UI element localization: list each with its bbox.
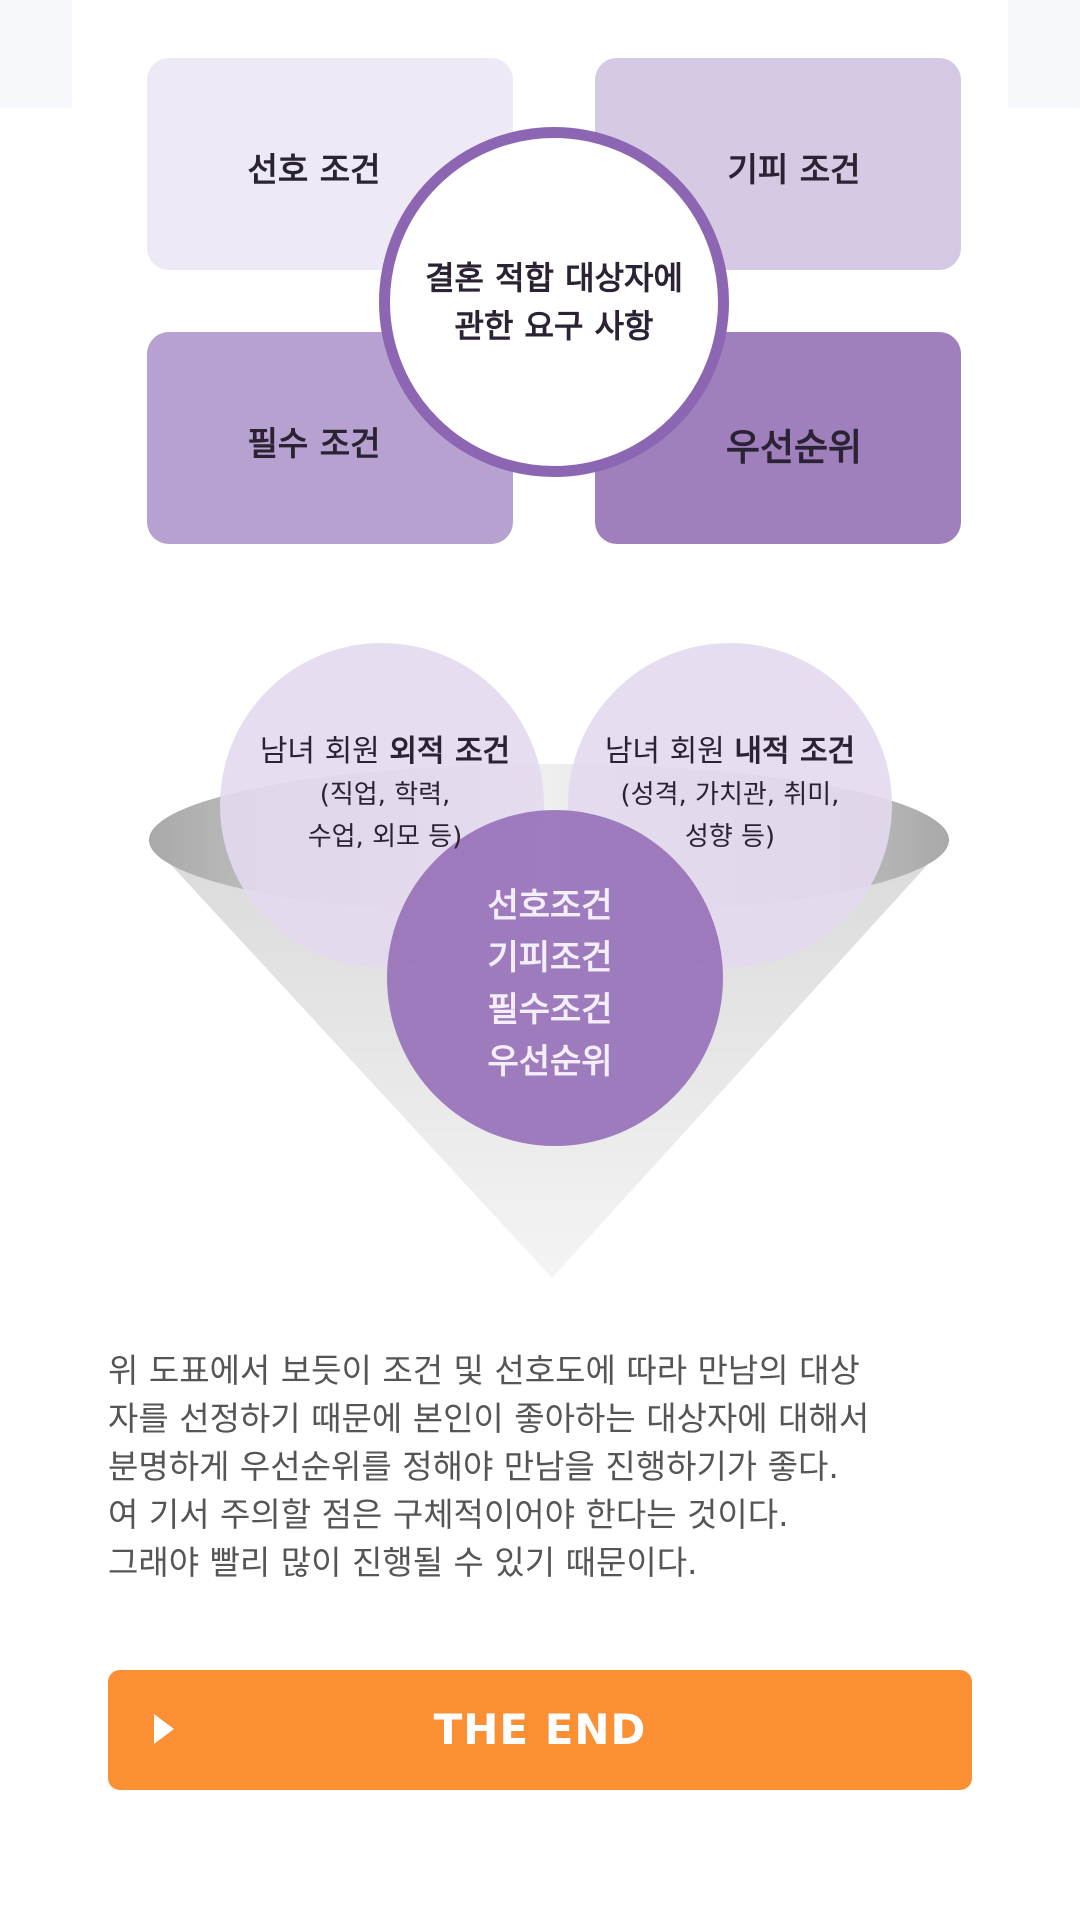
bubble-sub-line: 수업, 외모 등) [307,822,463,852]
center-line: 관한 요구 사항 [454,307,654,345]
quadrant-label: 기피 조건 [727,150,861,189]
requirements-diagram: 선호 조건 기피 조건 필수 조건 우선순위 결혼 적합 대상자에 관한 요구 … [0,0,1080,560]
explanation-paragraph: 위 도표에서 보듯이 조건 및 선호도에 따라 만남의 대상 자를 선정하기 때… [108,1347,988,1587]
center-item: 선호조건 [487,886,613,926]
paragraph-line: 분명하게 우선순위를 정해야 만남을 진행하기가 좋다. [108,1447,839,1486]
bubble-sub-line: (직업, 학력, [319,780,451,810]
center-ring: 결혼 적합 대상자에 관한 요구 사항 [379,127,729,477]
funnel-diagram: 남녀 회원 외적 조건 (직업, 학력, 수업, 외모 등) 남녀 회원 내적 … [0,620,1080,1300]
play-icon [154,1714,174,1744]
bubble-sub-line: (성격, 가치관, 취미, [620,780,840,810]
funnel-graphic [148,643,950,1278]
center-item: 기피조건 [487,938,613,978]
right-side-panel [1008,0,1080,108]
quadrant-label: 선호 조건 [247,150,381,189]
quadrant-label: 우선순위 [725,426,863,469]
center-bubble [387,810,723,1146]
paragraph-line: 위 도표에서 보듯이 조건 및 선호도에 따라 만남의 대상 [108,1351,860,1390]
bubble-title: 남녀 회원 외적 조건 [235,730,535,774]
center-item: 우선순위 [487,1042,613,1082]
outer-conditions-text: 남녀 회원 외적 조건 (직업, 학력, 수업, 외모 등) [235,730,535,858]
bubble-title-bold: 내적 조건 [734,734,856,769]
center-item: 필수조건 [487,990,613,1030]
bubble-title-prefix: 남녀 회원 [259,734,390,769]
bubble-title: 남녀 회원 내적 조건 [580,730,880,774]
center-line: 결혼 적합 대상자에 [425,259,683,297]
quadrant-label: 필수 조건 [247,424,381,463]
center-condition-list: 선호조건 기피조건 필수조건 우선순위 [440,880,660,1088]
paragraph-line: 여 기서 주의할 점은 구체적이어야 한다는 것이다. [108,1495,789,1534]
inner-conditions-text: 남녀 회원 내적 조건 (성격, 가치관, 취미, 성향 등) [580,730,880,858]
the-end-button[interactable]: THE END [108,1670,972,1790]
left-side-panel [0,0,72,108]
paragraph-line: 자를 선정하기 때문에 본인이 좋아하는 대상자에 대해서 [108,1399,870,1438]
bubble-sub-line: 성향 등) [684,822,776,852]
paragraph-line: 그래야 빨리 많이 진행될 수 있기 때문이다. [108,1543,698,1582]
the-end-label: THE END [433,1705,647,1754]
bubble-title-bold: 외적 조건 [389,734,511,769]
bubble-title-prefix: 남녀 회원 [604,734,735,769]
